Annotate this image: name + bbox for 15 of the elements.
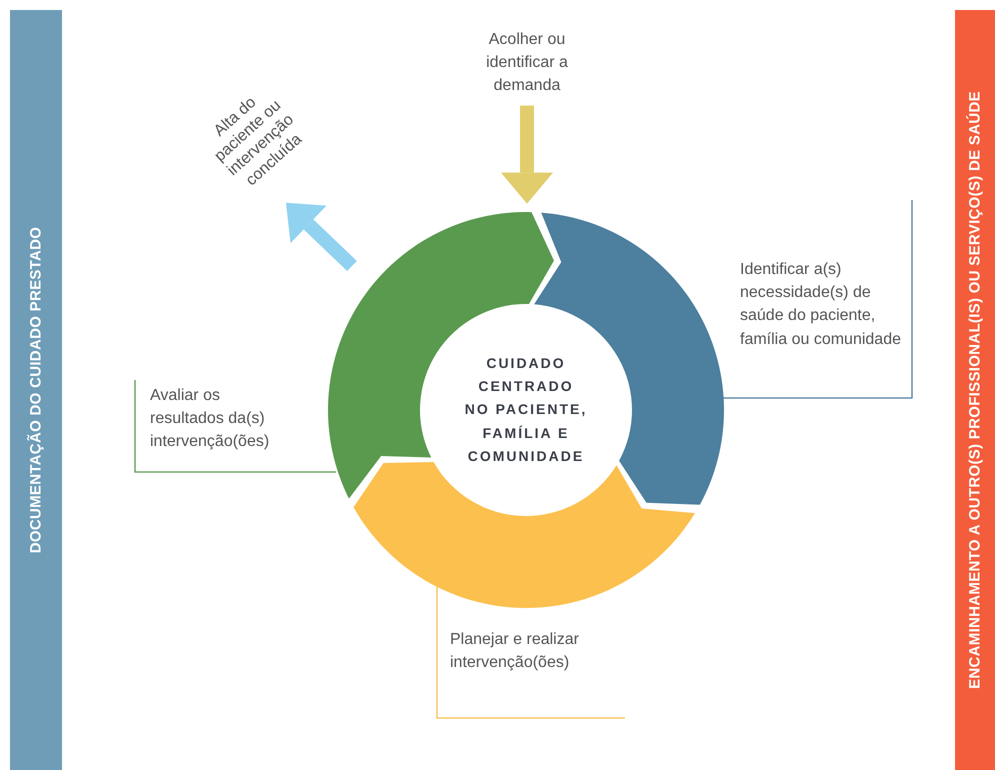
arrow: [501, 106, 553, 204]
ring-segment: [354, 462, 695, 608]
center-title: CUIDADO CENTRADO NO PACIENTE, FAMÍLIA E COMUNIDADE: [464, 354, 588, 466]
band-title: DOCUMENTAÇÃO DO CUIDADO PRESTADO: [28, 226, 44, 554]
step-label: Planejar e realizar intervenção(ões): [450, 630, 580, 674]
side-band: [955, 10, 995, 770]
step-label: Avaliar os resultados da(s) intervenção(ões): [150, 386, 270, 452]
step-label: Acolher ou identificar a demanda: [485, 30, 569, 96]
leader-line: [722, 199, 913, 399]
side-band: [10, 10, 62, 770]
leader-line: [134, 379, 337, 473]
leader-line: [436, 585, 626, 719]
band-title: ENCAMINHAMENTO A OUTRO(S) PROFISSIONAL(IS) OU SERVIÇO(S) DE SAÚDE: [966, 91, 984, 689]
arrow: [286, 202, 357, 272]
step-label: Identificar a(s) necessidade(s) de saúde do paciente, família ou comunidade: [740, 260, 902, 350]
